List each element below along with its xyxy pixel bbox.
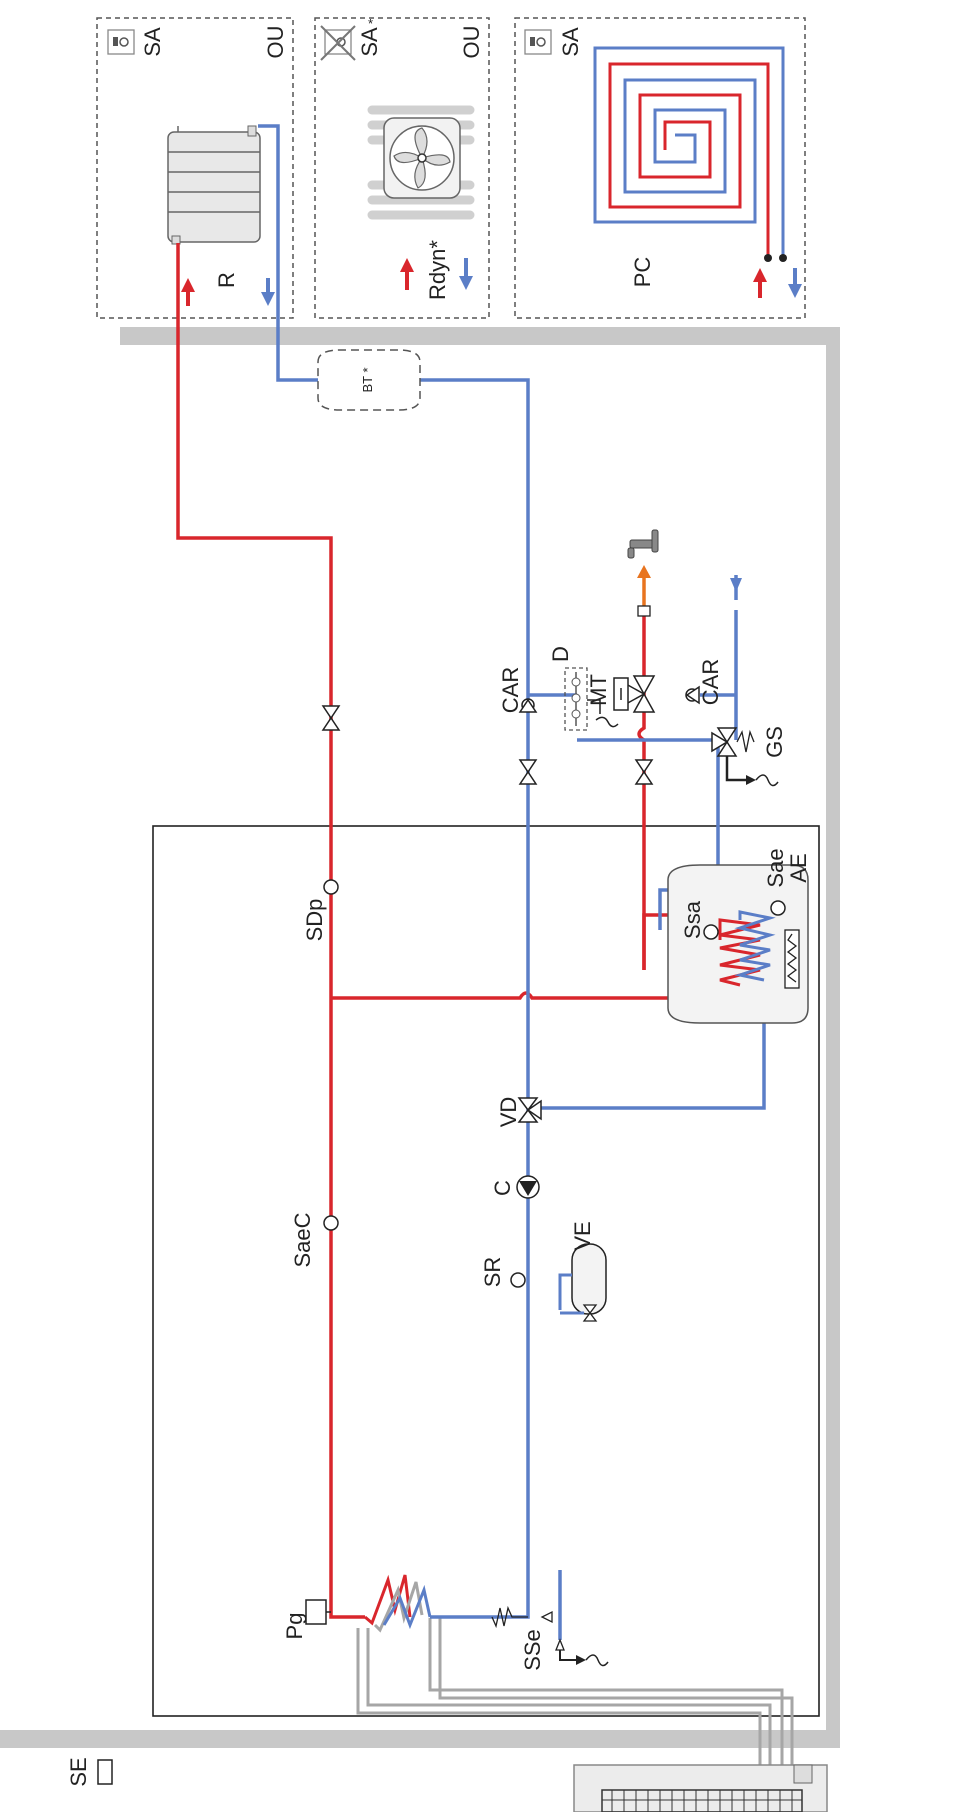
ou-label: OU [263, 26, 288, 59]
supply-arrow-icon [181, 278, 195, 306]
sse-label: SSe [520, 1629, 545, 1671]
ceiling-wall [120, 327, 840, 345]
exterior-wall [826, 327, 840, 1747]
saec-label: SaeC [290, 1212, 315, 1267]
supply-arrow-icon [753, 268, 767, 298]
thermostatic-mixer-icon [613, 605, 656, 713]
c-label: C [490, 1180, 515, 1196]
sae-label: Sae [763, 848, 788, 887]
gs-label: GS [762, 726, 787, 758]
return-arrow-icon [459, 258, 473, 290]
car-right-label: CAR [698, 659, 723, 705]
radiator-icon [167, 125, 261, 245]
room-thermostat-icon [107, 29, 135, 55]
ve-label: VE [570, 1221, 595, 1250]
radiator-label: R [214, 272, 239, 288]
plate-heat-exchanger-icon [364, 1574, 432, 1633]
pressure-gauge-icon [305, 1599, 331, 1625]
floor-heating-label: PC [630, 257, 655, 288]
diverter-valve-icon [517, 1097, 542, 1123]
dhw-cylinder [667, 864, 809, 1024]
sae-sensor-icon [770, 900, 786, 916]
bt-label: BT * [360, 367, 375, 392]
sr-sensor-icon [510, 1272, 526, 1288]
car-label: CAR [498, 667, 523, 713]
saec-sensor-icon [323, 1215, 339, 1231]
room-thermostat-icon [524, 29, 552, 55]
safety-valve-icon [491, 1605, 609, 1667]
fancoil-label: Rdyn* [425, 240, 450, 300]
sa-label: SA [558, 27, 583, 57]
expansion-vessel-icon [558, 1243, 607, 1322]
zone-floor-heating: SA PC [514, 17, 806, 319]
vd-label: VD [496, 1097, 521, 1128]
se-label: SE [66, 1757, 91, 1786]
ground-wall [0, 1730, 840, 1748]
sr-label: SR [480, 1257, 505, 1288]
ae-label: AE [786, 853, 811, 882]
floor-heating-coil-icon [593, 46, 787, 262]
sa-label: SA [140, 27, 165, 57]
dhw-arrow-icon [637, 565, 651, 578]
circulator-pump-icon [516, 1175, 540, 1199]
dhw-sensor-icon [703, 924, 719, 940]
cold-inlet-arrow-icon [730, 578, 742, 592]
shutoff-valve-icon [518, 759, 538, 785]
sa-star: * [368, 16, 373, 31]
room-thermostat-crossed-icon [320, 25, 356, 61]
sa-label: SA [357, 27, 382, 57]
sdp-label: SDp [302, 899, 327, 942]
check-valve-icon [518, 698, 538, 713]
pg-label: Pg [282, 1613, 307, 1640]
d-label: D [548, 646, 573, 662]
check-valve-icon [685, 685, 700, 705]
hot-pipes [176, 243, 722, 1619]
buffer-tank: BT * [317, 349, 421, 411]
zone-radiator: SA OU R [96, 17, 294, 319]
sdp-sensor-icon [323, 879, 339, 895]
faucet-icon [627, 529, 659, 559]
indoor-unit-frame [152, 825, 820, 1717]
fancoil-icon [367, 105, 475, 220]
outdoor-sensor-icon [97, 1759, 113, 1785]
refrigerant-lines [356, 1618, 794, 1765]
building-walls [0, 327, 840, 1748]
ssa-label: Ssa [680, 900, 705, 939]
ou-label: OU [459, 26, 484, 59]
supply-arrow-icon [400, 258, 414, 290]
return-arrow-icon [261, 278, 275, 306]
outdoor-unit [573, 1764, 828, 1812]
shutoff-valve-icon [321, 705, 341, 731]
zone-fancoil: SA * OU Rdyn* [314, 16, 490, 319]
mt-label: MT [586, 674, 611, 706]
safety-group-icon [711, 727, 779, 787]
disconnector-icon [564, 667, 619, 731]
shutoff-valve-icon [634, 759, 654, 785]
return-arrow-icon [788, 268, 802, 298]
electric-heater-icon [784, 929, 800, 989]
